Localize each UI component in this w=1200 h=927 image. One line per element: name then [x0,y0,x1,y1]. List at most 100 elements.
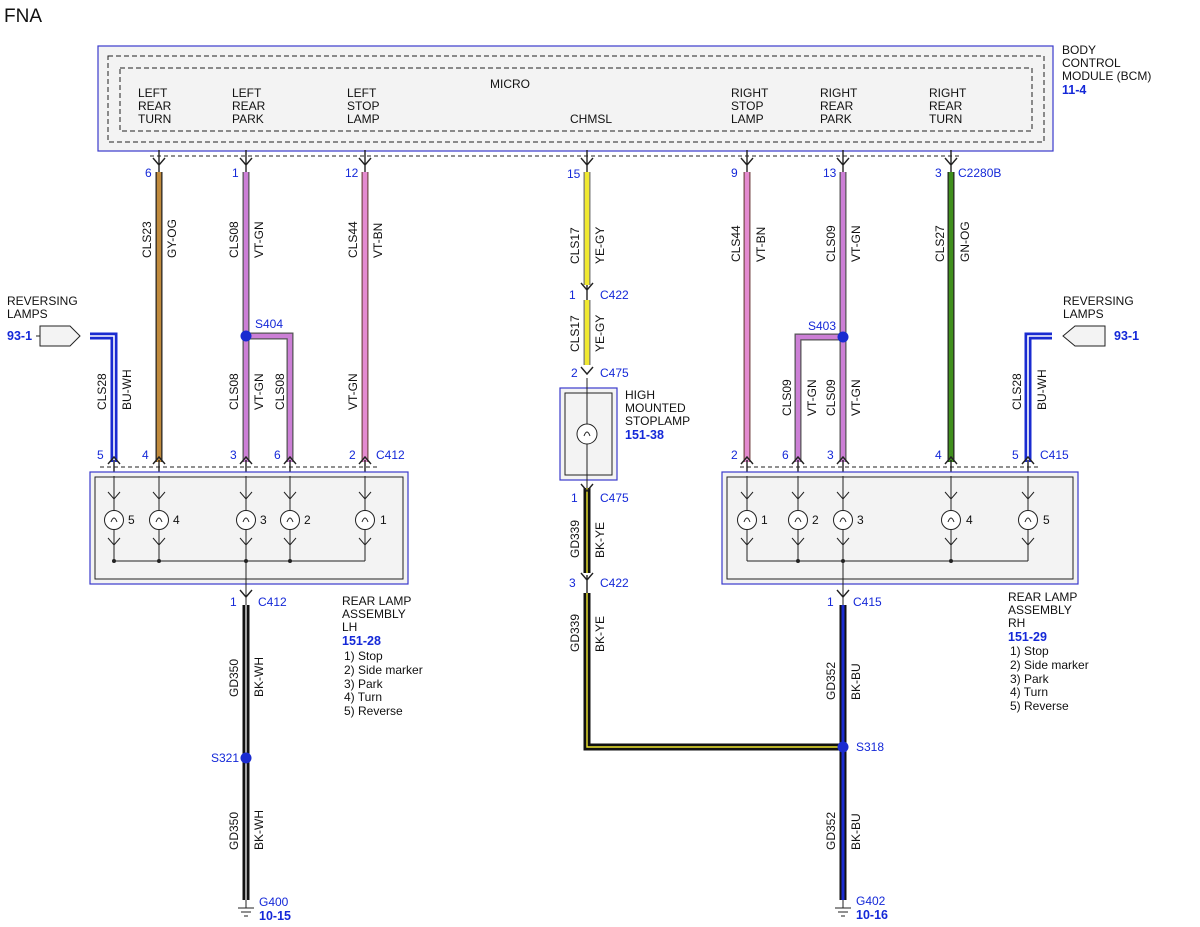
wire-cls28-bu-wh-left[interactable] [90,332,118,462]
rh-pin-2: 2 [731,448,738,462]
rh-bulb-3-icon [833,476,853,563]
rh-bulb-5-icon [1018,476,1038,561]
splice-s321-label: S321 [211,751,239,765]
label-right-stop-lamp-3: LAMP [731,112,764,126]
lbl-vt-bn-left: VT-BN [371,223,385,258]
lh-bulb-2-num: 2 [304,513,311,527]
wire-cls08-branch[interactable] [246,332,294,462]
lh-bulb-1-icon [355,476,375,561]
lbl-cls09-lower: CLS09 [824,379,838,416]
pin-bcm-6: 6 [145,166,152,180]
bcm-name-line-1: BODY [1062,43,1096,57]
splice-s403-dot[interactable] [837,331,849,343]
ground-g402-ref[interactable]: 10-16 [856,908,888,922]
lbl-ye-gy-mid: YE-GY [593,315,607,352]
ground-g402[interactable]: G402 10-16 [835,894,888,922]
rev-right-ref[interactable]: 93-1 [1114,329,1139,343]
lh-pin-4: 4 [142,448,149,462]
lbl-cls28-right: CLS28 [1010,373,1024,410]
lh-func-4: 4) Turn [344,690,382,704]
lbl-cls28-left: CLS28 [95,373,109,410]
lh-bulb-4-num: 4 [173,513,180,527]
ground-g400-ref[interactable]: 10-15 [259,909,291,923]
lamp-ref[interactable]: 151-38 [625,428,664,442]
rh-ref[interactable]: 151-29 [1008,630,1047,644]
lbl-vt-gn-stop-lower: VT-GN [346,373,360,410]
rh-pin-5: 5 [1012,448,1019,462]
lbl-gn-og: GN-OG [958,221,972,262]
lbl-cls44-right: CLS44 [729,225,743,262]
wire-gd339-bk-ye[interactable] [583,488,843,751]
label-right-rear-turn-3: TURN [929,112,962,126]
connector-c422-bottom: C422 [600,576,629,590]
ground-g400-icon [238,900,254,917]
lh-name-3: LH [342,620,357,634]
wire-cls09-vt-gn[interactable] [794,172,847,462]
lbl-cls08-lower: CLS08 [227,373,241,410]
lbl-gd339-a: GD339 [568,520,582,558]
lbl-cls27: CLS27 [933,225,947,262]
label-left-stop-lamp-1: LEFT [347,86,377,100]
lh-ref[interactable]: 151-28 [342,634,381,648]
lh-bulbs: 5 4 3 2 1 [104,476,387,563]
lh-func-1: 1) Stop [344,649,383,663]
bcm-pin-arrows [152,150,958,172]
bcm-name-line-2: CONTROL [1062,56,1121,70]
wire-cls28-bu-wh-right[interactable] [1024,332,1052,462]
lbl-vt-gn-right: VT-GN [849,225,863,262]
rh-func-1: 1) Stop [1010,644,1049,658]
lbl-vt-bn-right: VT-BN [754,227,768,262]
lbl-bk-ye-a: BK-YE [593,522,607,558]
lh-assembly-info: REAR LAMP ASSEMBLY LH 151-28 1) Stop 2) … [342,594,423,718]
splice-s403-label: S403 [808,319,836,333]
reversing-lamps-left[interactable]: REVERSING LAMPS 93-1 [7,294,81,347]
rear-lamp-assembly-rh[interactable] [721,471,1079,605]
ground-g400[interactable]: G400 10-15 [238,895,291,923]
bcm-ref-link[interactable]: 11-4 [1062,83,1086,97]
lh-ground-pin: 1 [230,595,237,609]
splice-s321-dot[interactable] [240,752,252,764]
label-right-stop-lamp-2: STOP [731,99,763,113]
lbl-bk-wh-b: BK-WH [252,810,266,850]
lbl-bk-bu-b: BK-BU [849,813,863,850]
pin-c422-1: 1 [569,288,576,302]
label-chmsl: CHMSL [570,112,612,126]
lbl-cls09-branch: CLS09 [780,379,794,416]
label-left-rear-park-2: REAR [232,99,266,113]
lh-func-5: 5) Reverse [344,704,403,718]
wire-labels-upper: CLS23 GY-OG CLS08 VT-GN CLS44 VT-BN CLS1… [140,219,972,264]
rev-right-line-1: REVERSING [1063,294,1134,308]
rh-bulb-4-num: 4 [966,513,973,527]
high-mounted-stoplamp[interactable] [559,378,618,488]
lh-connector-c412: C412 [376,448,405,462]
lh-bulb-5-icon [104,476,124,563]
lh-bulb-3-num: 3 [260,513,267,527]
pin-c475-2: 2 [571,366,578,380]
bcm-name: BODY CONTROL MODULE (BCM) 11-4 [1062,43,1151,97]
lh-name-1: REAR LAMP [342,594,411,608]
reversing-lamps-right[interactable]: REVERSING LAMPS 93-1 [1062,294,1139,347]
rev-left-ref[interactable]: 93-1 [7,329,32,343]
label-right-stop-lamp-1: RIGHT [731,86,769,100]
lbl-bu-wh-right: BU-WH [1035,369,1049,410]
label-right-rear-park-2: REAR [820,99,854,113]
lbl-bk-bu-a: BK-BU [849,663,863,700]
pin-bcm-3: 3 [935,166,942,180]
splice-s318-dot[interactable] [837,741,849,753]
label-right-rear-turn-2: REAR [929,99,963,113]
rear-lamp-assembly-lh[interactable] [89,471,409,605]
splice-s404-dot[interactable] [240,330,252,342]
lbl-bu-wh-left: BU-WH [120,369,134,410]
pin-c475-1: 1 [571,491,578,505]
label-right-rear-turn-1: RIGHT [929,86,967,100]
chmsl-chain: 1 C422 2 C475 HIGH MOUNTED STOPLAMP 151-… [559,282,690,593]
lamp-name-2: MOUNTED [625,401,686,415]
rh-name-1: REAR LAMP [1008,590,1077,604]
lbl-gd350-a: GD350 [227,659,241,697]
lh-ground-connector: 1 C412 [230,589,287,609]
lbl-vt-gn-right-lower: VT-GN [849,379,863,416]
pin-bcm-1: 1 [232,166,239,180]
label-right-rear-park-3: PARK [820,112,852,126]
splice-s404-label: S404 [255,317,283,331]
